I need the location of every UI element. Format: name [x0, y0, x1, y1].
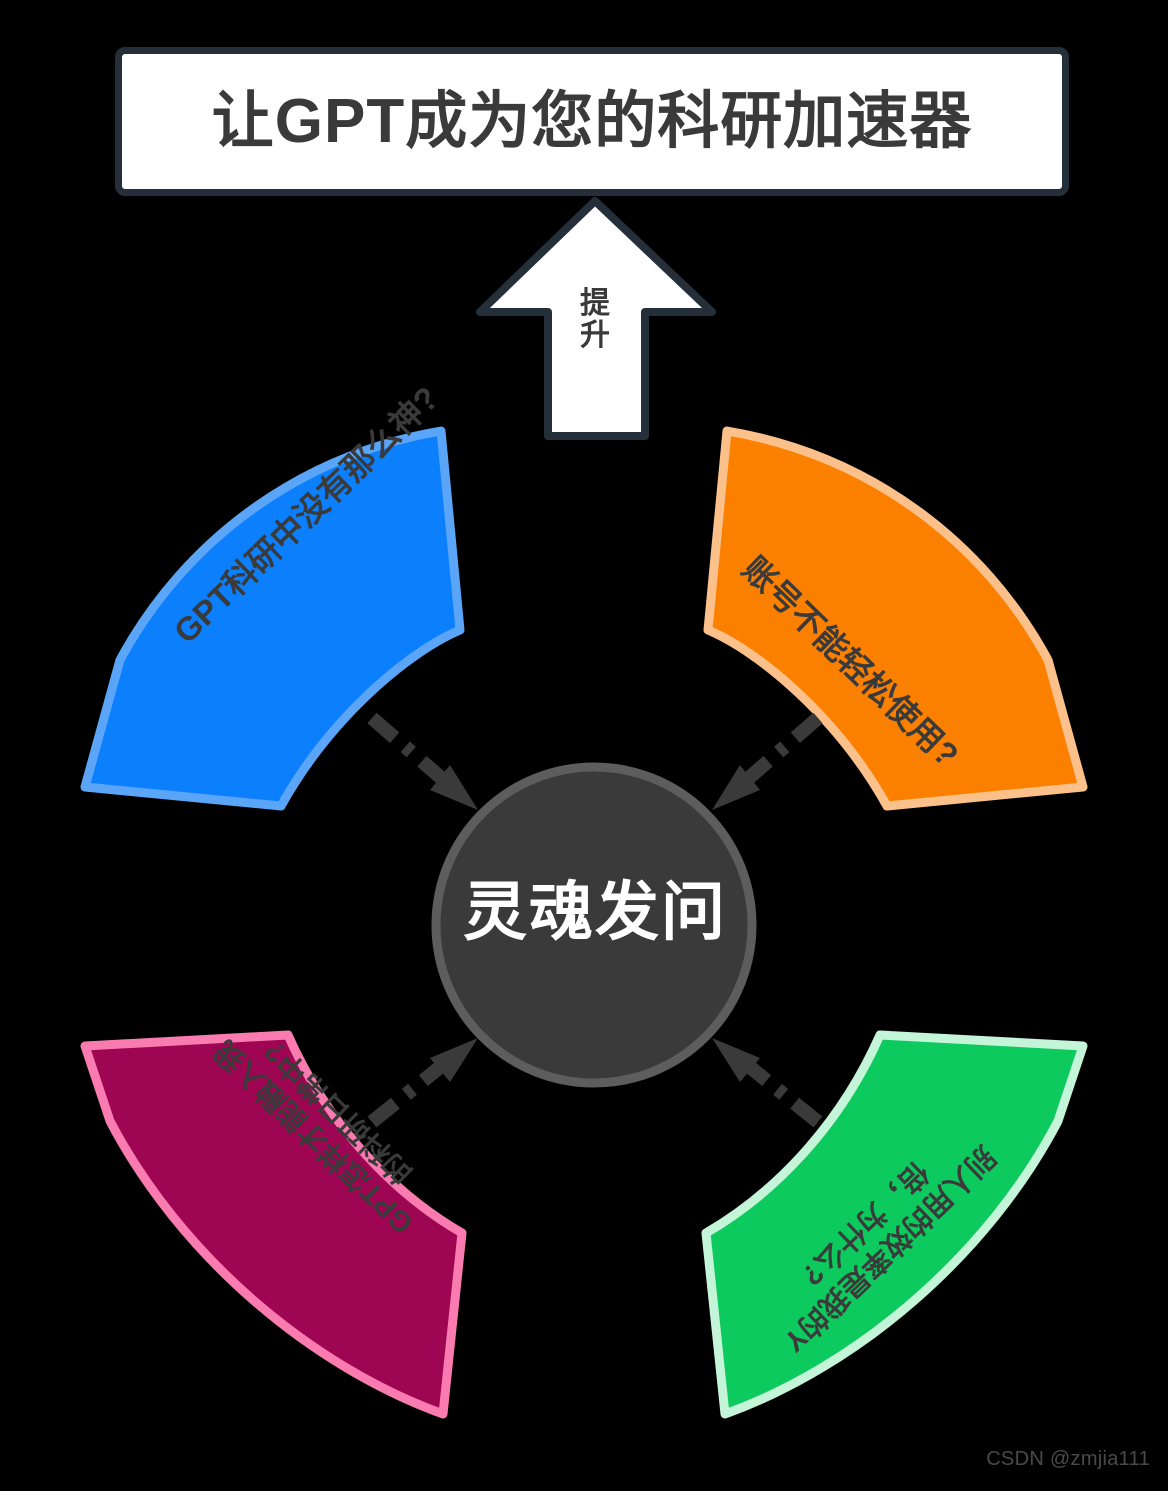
- arrowhead-bottom-right: [712, 1038, 760, 1082]
- arrowhead-top-left: [430, 765, 478, 810]
- arrowhead-top-right: [712, 765, 760, 810]
- segment-top-right[interactable]: [703, 426, 1088, 811]
- connector-arrow-heads: [430, 765, 760, 1082]
- uplift-arrow-icon: [476, 197, 716, 440]
- center-hub[interactable]: [431, 762, 757, 1088]
- segment-top-left[interactable]: [80, 426, 465, 811]
- arrowhead-bottom-left: [430, 1038, 478, 1082]
- uplift-label-char-2: 升: [580, 319, 610, 353]
- segment-bottom-left[interactable]: [80, 1030, 467, 1419]
- uplift-label-char-1: 提: [580, 287, 610, 320]
- uplift-arrow-label: 提 升: [565, 287, 625, 353]
- title-banner: 让GPT成为您的科研加速器: [115, 47, 1069, 196]
- page-title: 让GPT成为您的科研加速器: [211, 86, 973, 156]
- segment-bottom-right[interactable]: [701, 1030, 1088, 1419]
- watermark: CSDN @zmjia111: [986, 1448, 1150, 1470]
